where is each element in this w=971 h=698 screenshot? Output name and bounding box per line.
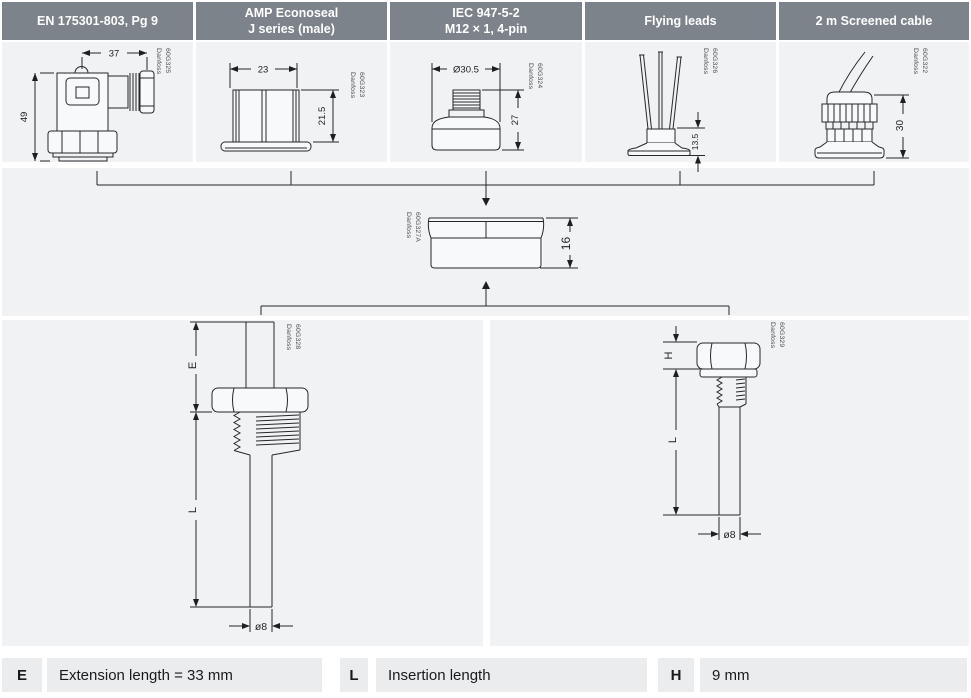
- dimension-width: 37: [81, 49, 148, 70]
- amp-connector-body: [220, 89, 312, 152]
- dimension-height: 30: [874, 94, 909, 159]
- dimension-width: Ø30.5: [431, 63, 501, 122]
- part-code: 60G323: [358, 72, 365, 97]
- brand-label: Danfoss: [349, 72, 356, 99]
- legend-key-extension: E: [2, 658, 42, 692]
- dimension-height: 49: [19, 72, 54, 162]
- din-connector-drawing: 37 49 Danfoss 60G325: [19, 48, 171, 162]
- dim-width-value: 37: [109, 49, 120, 60]
- part-code: 60G324: [536, 63, 543, 88]
- dimension-adapter-height: 16: [540, 217, 578, 269]
- dimension-hex-height: H: [663, 326, 700, 370]
- dimension-width: 23: [229, 63, 298, 88]
- dim-height-value: 13.5: [690, 133, 700, 150]
- dim-insertion-label: L: [667, 437, 679, 443]
- header-line: EN 175301-803, Pg 9: [37, 13, 158, 28]
- legend-text-hex: 9 mm: [700, 658, 967, 692]
- sensor-left-panel: [2, 320, 483, 646]
- cable-gland-body: [814, 51, 885, 159]
- screened-cable-drawing: 30 Danfoss 60G322: [814, 48, 928, 159]
- header-line: Flying leads: [644, 13, 717, 28]
- dim-extension-label: E: [187, 362, 199, 369]
- dim-insertion-label: L: [187, 507, 199, 513]
- legend-text-insertion: Insertion length: [376, 658, 647, 692]
- header-din-connector: EN 175301-803, Pg 9: [2, 2, 193, 40]
- dimension-insertion: L: [187, 412, 250, 608]
- dim-width-value: Ø30.5: [453, 65, 479, 76]
- header-screened-cable: 2 m Screened cable: [779, 2, 969, 40]
- brand-label: Danfoss: [769, 322, 776, 349]
- dim-adapter-height-value: 16: [559, 237, 573, 251]
- brand-label: Danfoss: [912, 48, 919, 75]
- legend-key-insertion: L: [340, 658, 368, 692]
- dimension-insertion: L: [663, 369, 719, 516]
- down-arrow-icon: [482, 198, 490, 206]
- part-code: 60G326: [711, 48, 718, 73]
- sensor-extended-drawing: E L ø8 Danfoss 60G328: [187, 321, 309, 633]
- dim-width-value: 23: [258, 65, 269, 76]
- dimension-diameter: ø8: [698, 517, 761, 541]
- legend-key-hex: H: [658, 658, 694, 692]
- top-connector-bracket: [96, 171, 875, 206]
- legend-text-extension: Extension length = 33 mm: [47, 658, 322, 692]
- part-code: 60G322: [921, 48, 928, 73]
- header-line: J series (male): [248, 22, 335, 36]
- part-code: 60G328: [294, 324, 301, 349]
- dimension-diameter: ø8: [229, 609, 293, 633]
- dim-height-value: 30: [895, 120, 906, 132]
- m12-connector-body: [431, 89, 501, 151]
- dimension-height: 13.5: [677, 112, 705, 172]
- header-amp-econoseal: AMP Econoseal J series (male): [196, 2, 387, 40]
- part-code: 60G329: [778, 322, 785, 347]
- dim-height-value: 21.5: [317, 107, 328, 126]
- drawing-cell: [779, 42, 969, 162]
- brand-label: Danfoss: [285, 324, 292, 351]
- up-arrow-icon: [482, 281, 490, 289]
- brand-label: Danfoss: [405, 212, 412, 239]
- dim-diameter-value: ø8: [723, 529, 735, 541]
- brand-label: Danfoss: [155, 48, 162, 75]
- sensor-compact-drawing: H L ø8 Danfoss 60G329: [663, 322, 785, 541]
- dim-height-value: 27: [510, 115, 521, 126]
- sensor-body: [696, 342, 761, 516]
- adapter-body: [427, 217, 545, 269]
- dimension-extension: E: [187, 322, 212, 413]
- sensor-body: [190, 321, 309, 608]
- dimension-height: 21.5: [301, 89, 339, 143]
- adapter-section-drawing: 16 Danfoss 60G327A: [96, 171, 875, 315]
- part-code: 60G327A: [414, 212, 421, 242]
- dimension-height: 27: [482, 89, 524, 151]
- header-line: M12 × 1, 4-pin: [444, 22, 528, 36]
- amp-connector-drawing: 23 21.5 Danfoss 60G323: [220, 63, 365, 152]
- header-flying-leads: Flying leads: [585, 2, 776, 40]
- m12-connector-drawing: Ø30.5 27 Danfoss 60G324: [431, 63, 543, 151]
- header-line: IEC 947-5-2: [452, 5, 520, 20]
- dim-diameter-value: ø8: [255, 621, 267, 633]
- brand-label: Danfoss: [527, 63, 534, 90]
- header-line: 2 m Screened cable: [815, 13, 933, 28]
- din-connector-body: [47, 66, 155, 162]
- dim-height-value: 49: [19, 112, 30, 123]
- dim-hex-label: H: [663, 351, 675, 359]
- brand-label: Danfoss: [702, 48, 709, 75]
- bottom-sensor-bracket: [260, 281, 730, 315]
- part-code: 60G325: [164, 48, 171, 73]
- flying-leads-drawing: 13.5 Danfoss 60G326: [627, 48, 718, 172]
- header-line: AMP Econoseal: [244, 5, 339, 20]
- flying-leads-body: [627, 51, 691, 156]
